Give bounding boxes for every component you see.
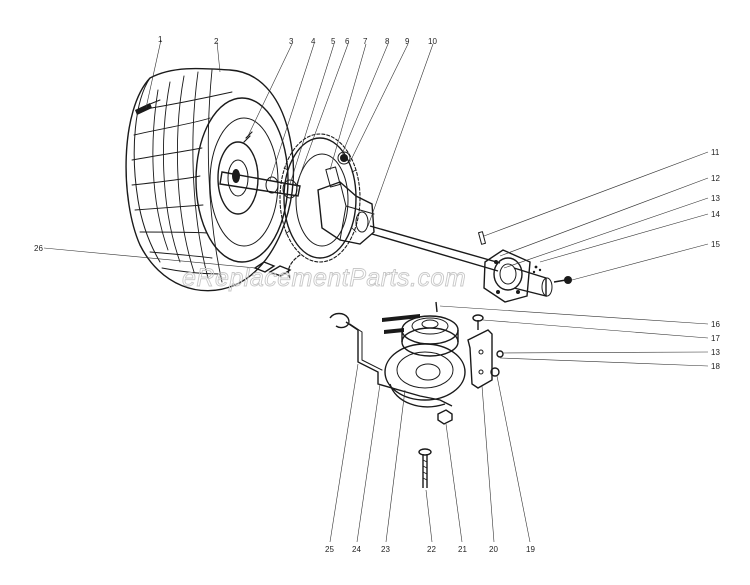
callout-20: 20 <box>489 545 498 554</box>
callout-7: 7 <box>363 37 368 46</box>
callout-23: 23 <box>381 545 390 554</box>
callout-9: 9 <box>405 37 410 46</box>
axle-shaft <box>369 225 501 272</box>
callout-6: 6 <box>345 37 350 46</box>
callout-8: 8 <box>385 37 390 46</box>
callout-26: 26 <box>34 244 43 253</box>
hex-nut <box>437 409 453 425</box>
callout-10: 10 <box>428 37 437 46</box>
idler-rod <box>329 312 453 407</box>
hub-pin <box>243 131 253 143</box>
leader-lines <box>43 39 709 543</box>
callout-18: 18 <box>711 362 720 371</box>
callout-19: 19 <box>526 545 535 554</box>
callout-14: 14 <box>711 210 720 219</box>
callout-labels: 1 2 3 4 5 6 7 8 9 10 11 12 13 14 15 26 1… <box>34 35 720 554</box>
callout-15: 15 <box>711 240 720 249</box>
valve-stem <box>135 99 161 115</box>
callout-1: 1 <box>158 35 163 44</box>
cotter-pin <box>435 301 438 313</box>
callout-11: 11 <box>711 148 720 157</box>
carriage-bolt <box>472 314 484 330</box>
callout-5: 5 <box>331 37 336 46</box>
callout-21: 21 <box>458 545 467 554</box>
callout-22: 22 <box>427 545 436 554</box>
idler-pulley <box>384 343 466 408</box>
drive-chain <box>287 254 301 279</box>
sprocket <box>279 133 361 263</box>
watermark-text: eReplacementParts.com <box>182 264 466 292</box>
callout-13b: 13 <box>711 348 720 357</box>
callout-16: 16 <box>711 320 720 329</box>
pivot-bolt <box>418 448 432 488</box>
callout-3: 3 <box>289 37 294 46</box>
callout-17: 17 <box>711 334 720 343</box>
belt <box>382 314 420 334</box>
callout-4: 4 <box>311 37 316 46</box>
washer <box>490 367 500 377</box>
bearing-flange <box>483 249 553 303</box>
flange-bolt <box>553 276 572 284</box>
callout-24: 24 <box>352 545 361 554</box>
callout-2: 2 <box>214 37 219 46</box>
mounting-bracket <box>467 329 493 389</box>
shaft-key <box>478 231 486 245</box>
tire <box>125 67 295 292</box>
master-link <box>253 261 292 277</box>
callout-13a: 13 <box>711 194 720 203</box>
callout-12: 12 <box>711 174 720 183</box>
nut <box>496 350 504 358</box>
callout-25: 25 <box>325 545 334 554</box>
lock-washer <box>532 265 542 274</box>
gear-housing <box>317 151 375 245</box>
